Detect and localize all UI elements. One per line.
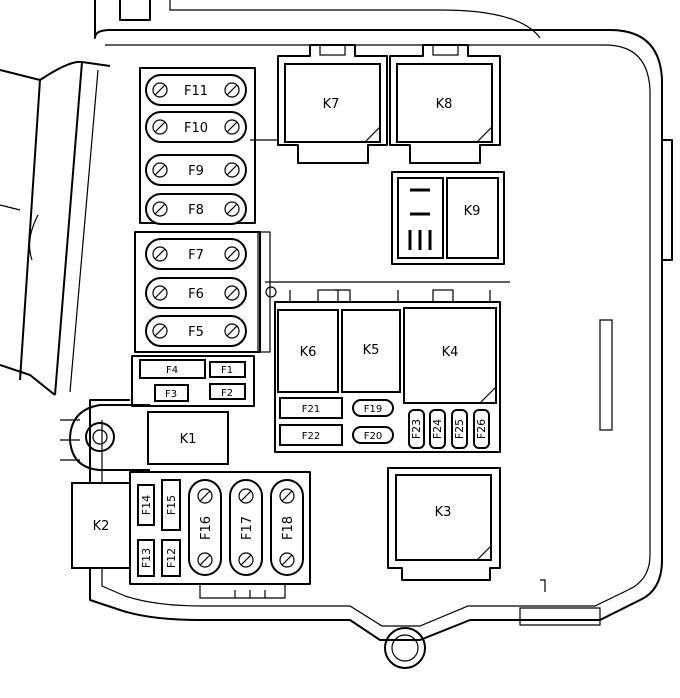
- fuse-label-f5: F5: [188, 325, 204, 340]
- fuse-label-f13: F13: [140, 548, 153, 568]
- relay-label-k3: K3: [435, 505, 452, 520]
- relay-k5[interactable]: K5: [341, 309, 401, 393]
- fuse-label-f12: F12: [165, 548, 178, 568]
- fuse-label-f6: F6: [188, 287, 204, 302]
- fuse-f26[interactable]: F26: [473, 409, 490, 449]
- mini-fuse-block: [131, 355, 255, 407]
- relay-k2[interactable]: K2: [71, 482, 131, 569]
- fuse-f14[interactable]: F14: [137, 484, 155, 526]
- relay-k1[interactable]: K1: [147, 411, 229, 465]
- fuse-f13[interactable]: F13: [137, 539, 155, 577]
- relay-k4[interactable]: K4: [403, 307, 497, 404]
- fuse-label-f9: F9: [188, 164, 204, 179]
- relay-label-k9: K9: [464, 204, 481, 219]
- relay-k8[interactable]: K8: [389, 44, 501, 164]
- middle-relay-rack: [274, 289, 501, 453]
- relay-label-k7: K7: [323, 97, 340, 112]
- fuse-label-f2: F2: [221, 388, 233, 399]
- fuse-label-f11: F11: [184, 84, 208, 99]
- fuse-f15[interactable]: F15: [161, 479, 181, 531]
- fuse-label-f18: F18: [281, 516, 296, 540]
- fuse-label-f19: F19: [364, 404, 382, 415]
- fuse-f3[interactable]: F3: [154, 384, 189, 402]
- fuse-f25[interactable]: F25: [451, 409, 468, 449]
- fuse-f12[interactable]: F12: [161, 539, 181, 577]
- relay-label-k4: K4: [442, 345, 459, 360]
- fuse-f2[interactable]: F2: [209, 383, 246, 400]
- fuse-label-f1: F1: [221, 365, 233, 376]
- fuse-label-f16: F16: [199, 516, 214, 540]
- fuse-label-f20: F20: [364, 431, 382, 442]
- fuse-f7[interactable]: F7: [145, 238, 247, 270]
- fuse-label-f7: F7: [188, 248, 204, 263]
- fuse-label-f22: F22: [302, 431, 320, 442]
- fuse-f11[interactable]: F11: [145, 74, 247, 106]
- fuse-f8[interactable]: F8: [145, 193, 247, 225]
- fuse-f9[interactable]: F9: [145, 154, 247, 186]
- fuse-f6[interactable]: F6: [145, 277, 247, 309]
- relay-k9[interactable]: K9: [391, 171, 505, 265]
- fuse-f1[interactable]: F1: [209, 361, 246, 378]
- relay-label-k1: K1: [180, 432, 197, 447]
- relay-k3[interactable]: K3: [387, 467, 501, 581]
- fuse-f4[interactable]: F4: [139, 359, 206, 379]
- fuse-label-f21: F21: [302, 404, 320, 415]
- relay-k7[interactable]: K7: [277, 44, 388, 164]
- fuse-f21[interactable]: F21: [279, 397, 343, 419]
- fuse-label-f4: F4: [166, 365, 178, 376]
- fuse-f23[interactable]: F23: [408, 409, 425, 449]
- fuse-f17[interactable]: F17: [229, 479, 263, 576]
- fuse-label-f24: F24: [431, 419, 444, 439]
- fuse-label-f26: F26: [475, 419, 488, 439]
- fuse-label-f17: F17: [240, 516, 255, 540]
- housing-outline: [0, 0, 673, 669]
- relay-k6[interactable]: K6: [277, 309, 339, 393]
- relay-label-k6: K6: [300, 345, 317, 360]
- relay-label-k8: K8: [436, 97, 453, 112]
- fuse-f22[interactable]: F22: [279, 424, 343, 446]
- fuse-f19[interactable]: F19: [352, 399, 394, 417]
- fuse-label-f14: F14: [140, 495, 153, 515]
- fuse-label-f10: F10: [184, 121, 208, 136]
- fuse-label-f8: F8: [188, 203, 204, 218]
- fuse-f10[interactable]: F10: [145, 111, 247, 143]
- fuse-f18[interactable]: F18: [270, 479, 304, 576]
- fuse-f16[interactable]: F16: [188, 479, 222, 576]
- fuse-label-f25: F25: [453, 419, 466, 439]
- fuse-label-f3: F3: [165, 389, 177, 400]
- relay-label-k2: K2: [93, 519, 110, 534]
- fuse-f5[interactable]: F5: [145, 315, 247, 347]
- fuse-f20[interactable]: F20: [352, 426, 394, 444]
- fuse-label-f15: F15: [165, 495, 178, 515]
- fuse-f24[interactable]: F24: [429, 409, 446, 449]
- relay-label-k5: K5: [363, 343, 380, 358]
- fuse-label-f23: F23: [410, 419, 423, 439]
